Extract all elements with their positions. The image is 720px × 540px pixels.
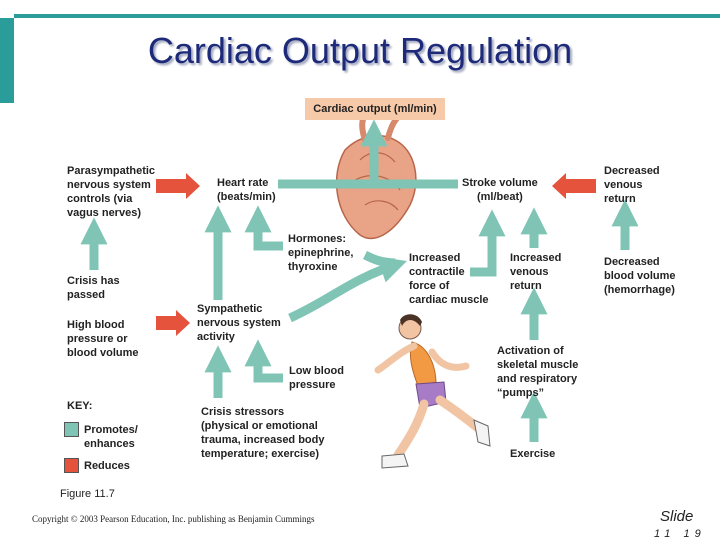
reduce-arrow-venous-sv — [552, 173, 596, 199]
heart-rate-label: Heart rate (beats/min) — [217, 177, 276, 203]
crisis-passed-label: Crisis has passed — [67, 275, 120, 301]
increased-contractile-label: Increased contractile force of cardiac m… — [409, 252, 489, 306]
key-promotes-label: Promotes/ enhances — [84, 424, 138, 450]
runner-icon — [374, 314, 491, 469]
key-reduces-swatch — [64, 458, 79, 473]
promote-arrow-group — [80, 119, 639, 442]
hormones-label: Hormones: epinephrine, thyroxine — [288, 233, 354, 273]
cardiac-output-label: Cardiac output (ml/min) — [313, 103, 437, 115]
promote-arrow-hormones-contract — [362, 250, 396, 268]
key-reduces-label: Reduces — [84, 460, 130, 472]
parasympathetic-label: Parasympathetic nervous system controls … — [67, 165, 156, 219]
cardiac-output-box: Cardiac output (ml/min) — [305, 98, 445, 120]
decreased-blood-volume-label: Decreased blood volume (hemorrhage) — [604, 256, 676, 296]
reduce-arrow-highbp-symp — [156, 310, 190, 336]
promote-arrow-symp-contract — [288, 256, 407, 323]
copyright: Copyright © 2003 Pearson Education, Inc.… — [32, 514, 315, 524]
key-promotes-swatch — [64, 422, 79, 437]
title-frame-line — [14, 14, 720, 18]
increased-venous-return-label: Increased venous return — [510, 252, 562, 292]
slide-label: Slide — [660, 508, 694, 525]
decreased-venous-return-label: Decreased venous return — [604, 165, 660, 205]
activation-label: Activation of skeletal muscle and respir… — [497, 345, 579, 399]
promote-arrow-lowbp-symp — [244, 339, 283, 383]
high-bp-label: High blood pressure or blood volume — [67, 319, 139, 359]
low-bp-label: Low blood pressure — [289, 365, 344, 391]
crisis-stressors-label: Crisis stressors (physical or emotional … — [201, 406, 325, 460]
figure-caption: Figure 11.7 — [60, 488, 115, 500]
slide-number: 11 19 — [654, 528, 706, 540]
title-frame-accent — [0, 18, 14, 103]
sympathetic-label: Sympathetic nervous system activity — [197, 303, 281, 343]
promote-arrow-hormones-hr — [244, 205, 283, 251]
reduce-arrow-group — [156, 173, 596, 336]
slide-title: Cardiac Output Regulation — [147, 30, 573, 71]
key-title: KEY: — [67, 400, 93, 412]
promote-arrow-contract-sv — [470, 209, 506, 277]
exercise-label: Exercise — [510, 448, 556, 460]
stroke-volume-label: Stroke volume (ml/beat) — [462, 177, 538, 203]
reduce-arrow-para-hr — [156, 173, 200, 199]
